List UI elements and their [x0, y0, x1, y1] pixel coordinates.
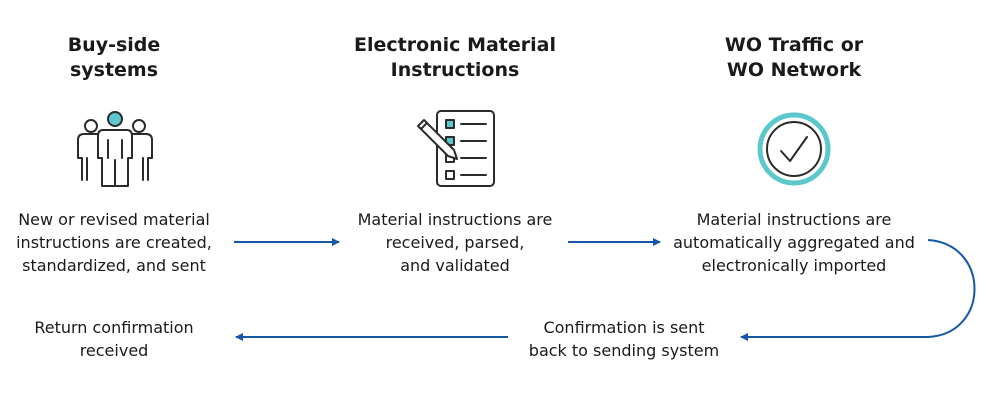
col3-title: WO Traffic or WO Network [724, 34, 864, 81]
col2-description: Material instructions are received, pars… [357, 210, 553, 275]
confirmation-sent-text: Confirmation is sent back to sending sys… [528, 318, 720, 360]
checklist-pencil-icon [417, 110, 495, 187]
col1-title: Buy-side systems [67, 34, 161, 81]
arrow-curve-return [740, 239, 976, 341]
checkmark-circle-icon [757, 112, 831, 186]
col2-title: Electronic Material Instructions [354, 34, 556, 81]
return-received-text: Return confirmation received [34, 318, 194, 360]
col3-description: Material instructions are automatically … [673, 210, 915, 275]
col1-description: New or revised material instructions are… [16, 210, 212, 275]
people-group-icon [77, 111, 153, 187]
